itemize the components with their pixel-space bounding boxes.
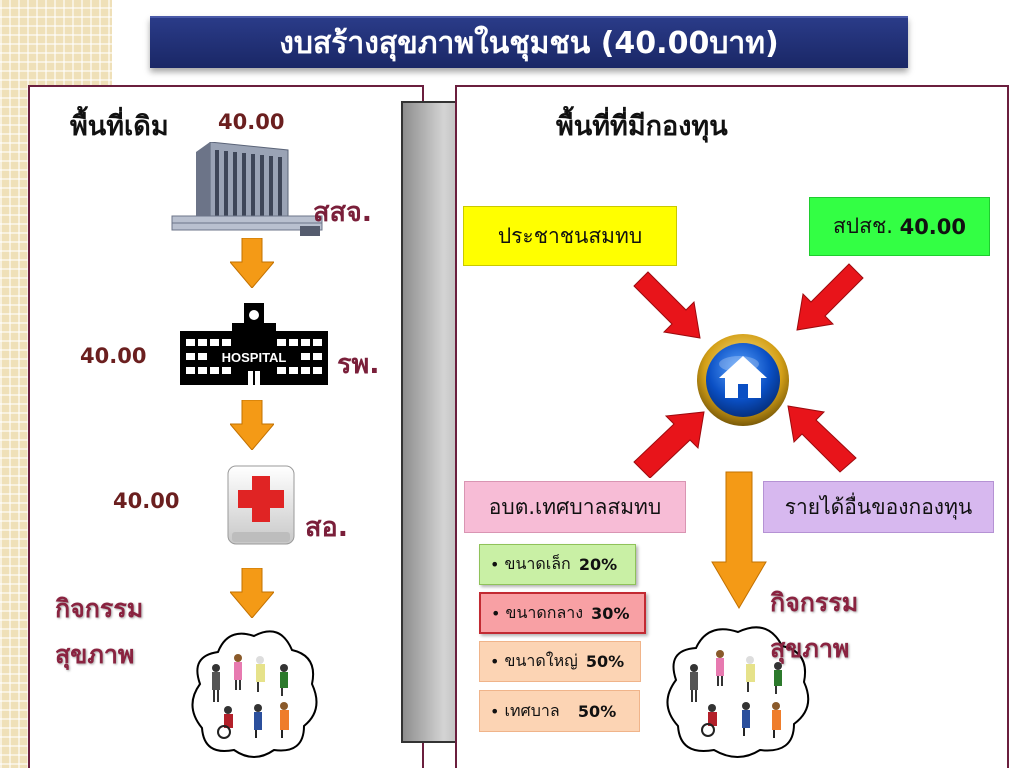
size-box-municipal: • เทศบาล 50% (479, 690, 640, 732)
nhso-value: 40.00 (899, 214, 967, 239)
size-medium-pct: 30% (591, 603, 630, 623)
size-small-pct: 20% (578, 555, 618, 574)
size-large-label: ขนาดใหญ่ (504, 651, 578, 670)
hospital-label: รพ. (337, 349, 380, 380)
down-arrow-right (711, 471, 767, 609)
right-activity-line1: กิจกรรม (770, 588, 859, 617)
people-cloud-icon (666, 626, 810, 758)
people-cloud-icon (191, 630, 318, 758)
red-arrow-top-left (633, 271, 701, 339)
size-medium-label: ขนาดกลาง (505, 602, 584, 622)
hospital-sign: HOSPITAL (222, 350, 287, 365)
size-municipal-label: เทศบาล (504, 700, 560, 720)
health-station-label: สอ. (305, 512, 348, 543)
fund-area-header: พื้นที่ที่มีกองทุน (556, 111, 728, 142)
health-station-value: 40.00 (113, 489, 180, 513)
left-activity-line1: กิจกรรม (55, 594, 144, 623)
red-arrow-bottom-right (787, 405, 857, 473)
down-arrow-1 (230, 238, 274, 288)
existing-area-value: 40.00 (218, 110, 285, 134)
left-activity-label: กิจกรรม สุขภาพ (55, 586, 143, 678)
right-activity-label: กิจกรรม สุขภาพ (770, 580, 858, 672)
office-building-icon (171, 142, 323, 236)
provincial-office-label: สสจ. (313, 197, 373, 228)
local-gov-box: อบต.เทศบาลสมทบ (464, 481, 686, 533)
size-box-medium: • ขนาดกลาง 30% (479, 592, 646, 634)
home-button-icon[interactable] (695, 332, 791, 428)
nhso-label: สปสช. (832, 214, 893, 238)
size-large-pct: 50% (585, 652, 625, 671)
hospital-value: 40.00 (80, 344, 147, 368)
down-arrow-2 (230, 400, 274, 450)
nhso-box: สปสช. 40.00 (809, 197, 990, 256)
existing-area-header: พื้นที่เดิม (70, 111, 169, 142)
other-income-box: รายได้อื่นของกองทุน (763, 481, 994, 533)
people-contribute-label: ประชาชนสมทบ (497, 223, 643, 248)
people-contribute-box: ประชาชนสมทบ (463, 206, 677, 266)
size-box-small: • ขนาดเล็ก 20% (479, 544, 636, 585)
red-arrow-bottom-left (633, 411, 705, 478)
first-aid-kit-icon (227, 465, 295, 545)
size-box-large: • ขนาดใหญ่ 50% (479, 641, 641, 682)
size-small-label: ขนาดเล็ก (504, 554, 571, 573)
red-arrow-top-right (796, 263, 864, 331)
page-title: งบสร้างสุขภาพในชุมชน (40.00บาท) (150, 16, 908, 68)
left-activity-line2: สุขภาพ (55, 640, 135, 669)
local-gov-label: อบต.เทศบาลสมทบ (488, 494, 662, 519)
down-arrow-3 (230, 568, 274, 618)
hospital-building-icon: HOSPITAL (180, 303, 328, 385)
other-income-label: รายได้อื่นของกองทุน (784, 494, 973, 519)
size-municipal-pct: 50% (577, 701, 617, 721)
right-activity-line2: สุขภาพ (770, 634, 850, 663)
